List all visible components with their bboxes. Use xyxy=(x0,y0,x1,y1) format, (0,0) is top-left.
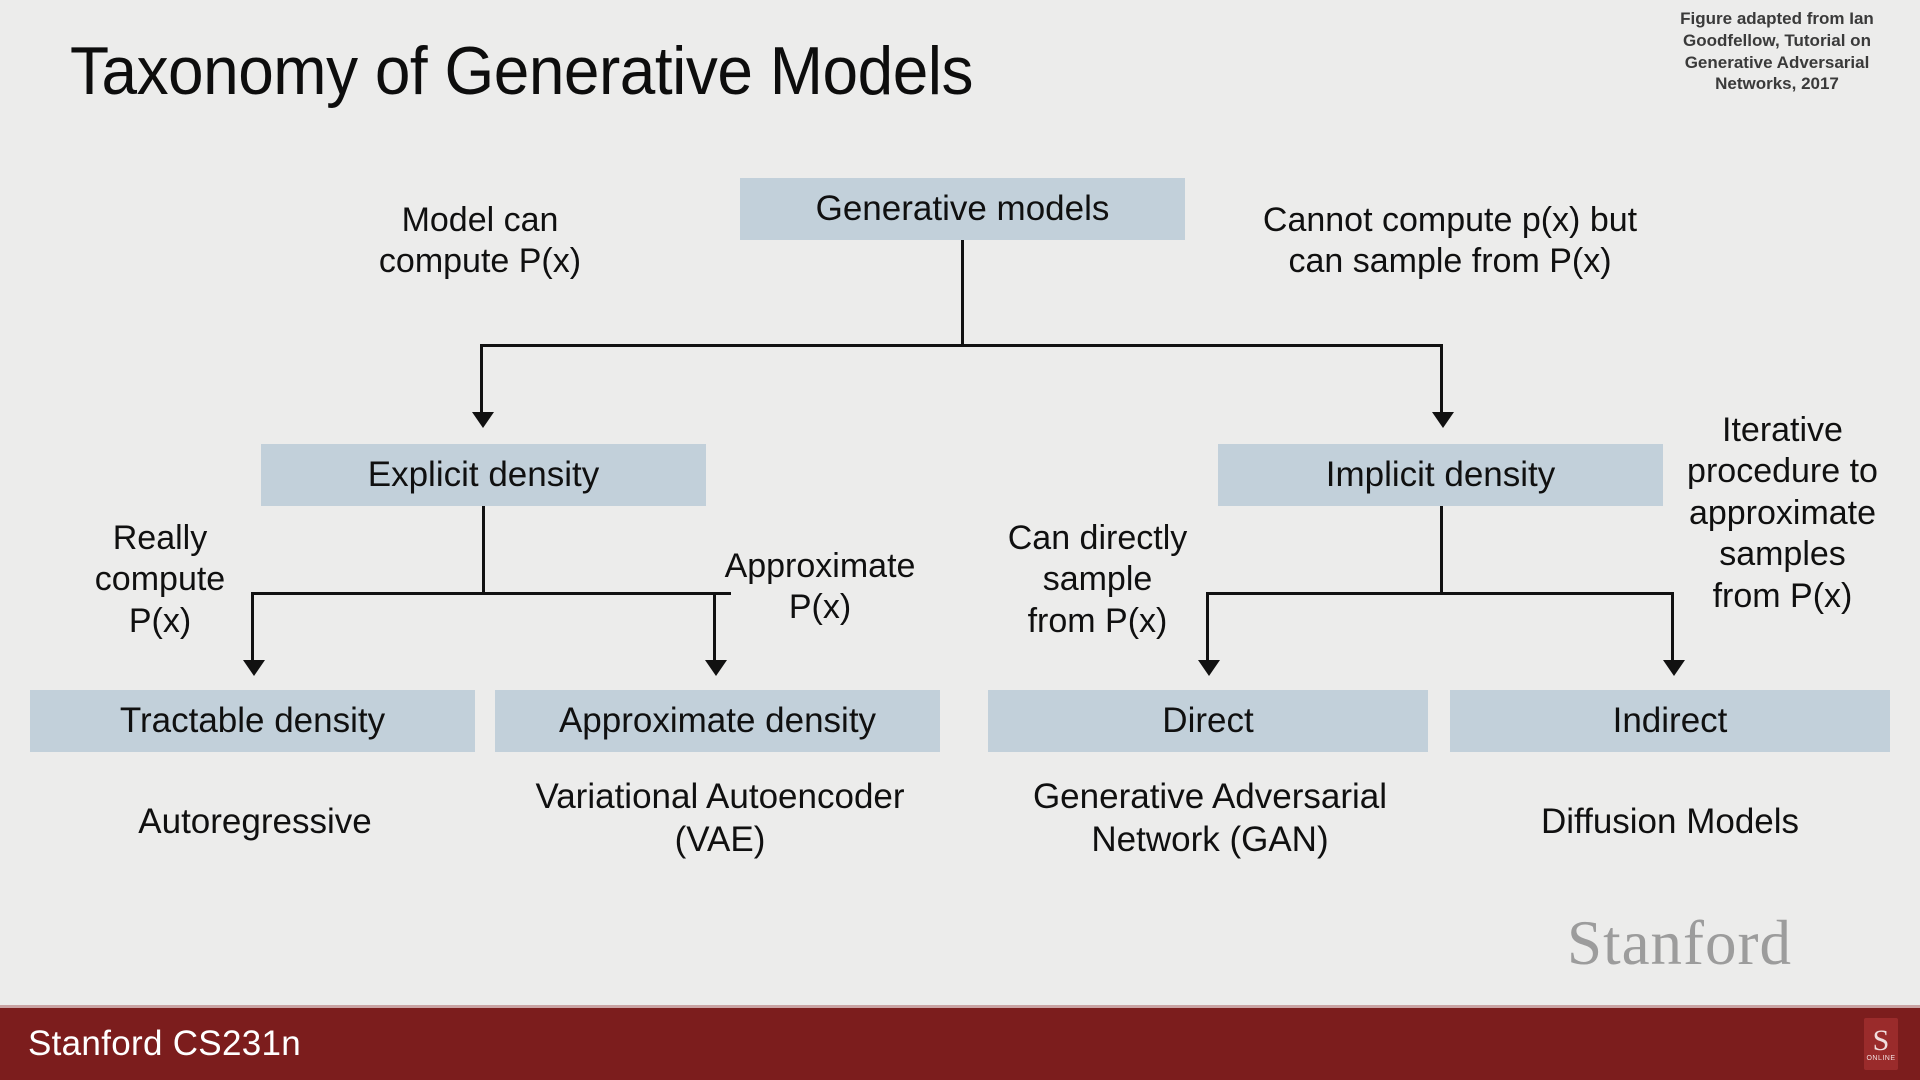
line: procedure to xyxy=(1687,452,1878,491)
node-label: Explicit density xyxy=(367,455,600,494)
arrow-to-implicit xyxy=(1432,412,1454,428)
edge-explicit-stem xyxy=(482,506,485,594)
caption-autoregressive: Autoregressive xyxy=(35,800,475,843)
node-label: Approximate density xyxy=(558,701,877,740)
caption-diffusion-models: Diffusion Models xyxy=(1440,800,1900,843)
line: can sample from P(x) xyxy=(1288,242,1612,281)
node-label: Indirect xyxy=(1612,701,1728,740)
footer-bar: Stanford CS231n S ONLINE xyxy=(0,1005,1920,1080)
line: Variational Autoencoder xyxy=(535,777,905,816)
line: compute xyxy=(94,560,226,599)
edge-label-iterative-procedure: Iterative procedure to approximate sampl… xyxy=(1655,410,1910,617)
arrow-to-approximate xyxy=(705,660,727,676)
edge-root-split-bar xyxy=(480,344,1443,347)
node-explicit-density[interactable]: Explicit density xyxy=(261,444,706,506)
edge-label-can-directly-sample: Can directly sample from P(x) xyxy=(965,518,1230,642)
line: Generative Adversarial xyxy=(1032,777,1388,816)
line: compute P(x) xyxy=(378,242,582,281)
edge-implicit-split-bar xyxy=(1206,592,1674,595)
node-label: Generative models xyxy=(815,189,1110,228)
figure-credit: Figure adapted from Ian Goodfellow, Tuto… xyxy=(1680,9,1874,94)
footer-course-label: Stanford CS231n xyxy=(28,1024,302,1063)
edge-to-direct xyxy=(1206,592,1209,664)
logo-mark: S xyxy=(1872,1023,1890,1057)
edge-to-implicit xyxy=(1440,344,1443,416)
stanford-online-logo-icon: S ONLINE xyxy=(1864,1018,1898,1070)
edge-to-indirect xyxy=(1671,592,1674,664)
line: Cannot compute p(x) but xyxy=(1262,201,1638,239)
line: samples xyxy=(1719,535,1846,574)
edge-label-really-compute: Really compute P(x) xyxy=(45,518,275,642)
node-label: Tractable density xyxy=(119,701,386,740)
edge-to-tractable xyxy=(251,592,254,664)
edge-label-approximate-px: Approximate P(x) xyxy=(690,546,950,629)
arrow-to-direct xyxy=(1198,660,1220,676)
edge-explicit-split-bar xyxy=(251,592,731,595)
line: from P(x) xyxy=(1027,601,1168,640)
arrow-to-explicit xyxy=(472,412,494,428)
edge-label-model-can-compute: Model can compute P(x) xyxy=(330,200,630,283)
node-indirect[interactable]: Indirect xyxy=(1450,690,1890,752)
node-label: Implicit density xyxy=(1325,455,1556,494)
caption-vae: Variational Autoencoder (VAE) xyxy=(470,775,970,862)
line: (VAE) xyxy=(674,820,766,860)
node-generative-models[interactable]: Generative models xyxy=(740,178,1185,240)
line: Model can xyxy=(401,201,559,239)
edge-to-approximate xyxy=(713,592,716,664)
line: P(x) xyxy=(128,601,192,640)
line: P(x) xyxy=(788,588,852,627)
line: from P(x) xyxy=(1712,576,1853,615)
edge-root-stem xyxy=(961,240,964,346)
line: Iterative xyxy=(1722,411,1843,449)
node-implicit-density[interactable]: Implicit density xyxy=(1218,444,1663,506)
line: Can directly xyxy=(1007,519,1188,557)
line: Autoregressive xyxy=(138,802,372,841)
caption-gan: Generative Adversarial Network (GAN) xyxy=(985,775,1435,862)
line: Network (GAN) xyxy=(1091,820,1329,860)
edge-to-explicit xyxy=(480,344,483,416)
node-direct[interactable]: Direct xyxy=(988,690,1428,752)
line: Approximate xyxy=(724,547,916,585)
line: approximate xyxy=(1688,493,1877,532)
line: sample xyxy=(1042,560,1153,599)
node-approximate-density[interactable]: Approximate density xyxy=(495,690,940,752)
stanford-watermark: Stanford xyxy=(1567,908,1792,978)
edge-implicit-stem xyxy=(1440,506,1443,594)
edge-label-cannot-compute: Cannot compute p(x) but can sample from … xyxy=(1215,200,1685,283)
line: Really xyxy=(112,519,208,557)
logo-sub: ONLINE xyxy=(1866,1054,1896,1062)
arrow-to-tractable xyxy=(243,660,265,676)
line: Diffusion Models xyxy=(1540,802,1800,841)
node-tractable-density[interactable]: Tractable density xyxy=(30,690,475,752)
page-title: Taxonomy of Generative Models xyxy=(70,33,974,109)
arrow-to-indirect xyxy=(1663,660,1685,676)
node-label: Direct xyxy=(1162,701,1254,740)
